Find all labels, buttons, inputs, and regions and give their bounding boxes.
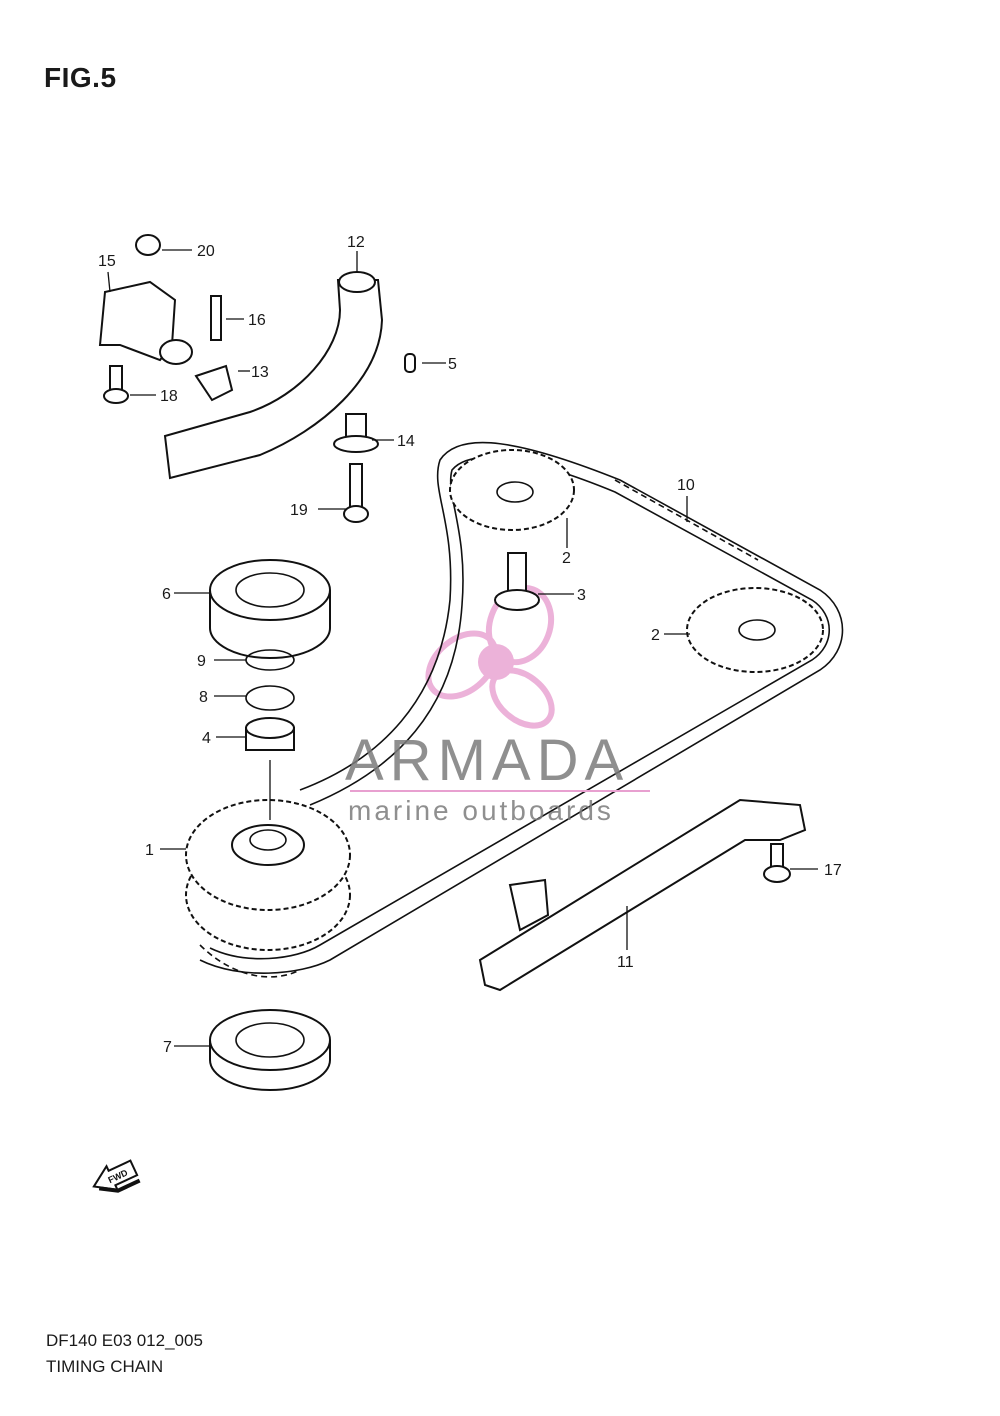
chain-links-lower: [199, 944, 301, 978]
callout-11: 11: [617, 954, 634, 971]
tensioner-pad: [194, 364, 234, 402]
pivot-collar: [333, 413, 379, 453]
nut: [135, 234, 161, 256]
callout-19: 19: [290, 502, 308, 519]
callout-8: 8: [199, 689, 208, 706]
callout-12: 12: [347, 234, 365, 251]
callout-10: 10: [677, 477, 695, 494]
spacer: [245, 717, 295, 751]
watermark-brand: ARMADA: [345, 728, 630, 793]
tensioner-bolt: [103, 365, 129, 404]
watermark-divider: [350, 790, 650, 792]
callout-9: 9: [197, 653, 206, 670]
leader-lines: [107, 249, 818, 1047]
model-code: DF140 E03 012_005: [46, 1331, 203, 1350]
callout-20: 20: [197, 243, 215, 260]
idler-gear: [185, 799, 351, 951]
figure-title: FIG.5: [44, 62, 117, 93]
guide-bolt: [763, 843, 791, 883]
watermark-tagline: marine outboards: [348, 795, 614, 826]
callout-13: 13: [251, 364, 269, 381]
callout-14: 14: [397, 433, 415, 450]
callout-4: 4: [202, 730, 211, 747]
ball-bearing-lower: [209, 1009, 331, 1091]
callout-6: 6: [162, 586, 171, 603]
chain-tensioner-arm: [163, 271, 384, 480]
callout-5: 5: [448, 356, 457, 373]
callout-16: 16: [248, 312, 266, 329]
pivot-bolt: [343, 463, 369, 523]
callout-18: 18: [160, 388, 178, 405]
callout-labels: 1 2 2 3 4 5 6 7 8 9 10 11 12 13 14 15 16…: [98, 234, 842, 1056]
watermark-propeller-icon: [425, 584, 555, 729]
callout-7: 7: [163, 1039, 172, 1056]
dowel-pin: [404, 353, 416, 373]
sprocket-bolt: [494, 552, 540, 611]
stud: [210, 295, 222, 341]
callout-3: 3: [577, 587, 586, 604]
callout-2a: 2: [562, 550, 571, 567]
fwd-arrow-icon: FWD: [92, 1159, 141, 1193]
callout-15: 15: [98, 253, 116, 270]
camshaft-sprocket-upper: [449, 449, 575, 531]
camshaft-sprocket-lower: [686, 587, 824, 673]
chain-guide: [478, 798, 807, 992]
o-ring: [245, 685, 295, 711]
callout-17: 17: [824, 862, 842, 879]
callout-1: 1: [145, 842, 154, 859]
chain-tensioner-adjuster: [98, 280, 193, 365]
figure-name: TIMING CHAIN: [46, 1357, 164, 1376]
ball-bearing-upper: [209, 559, 331, 659]
callout-2b: 2: [651, 627, 660, 644]
